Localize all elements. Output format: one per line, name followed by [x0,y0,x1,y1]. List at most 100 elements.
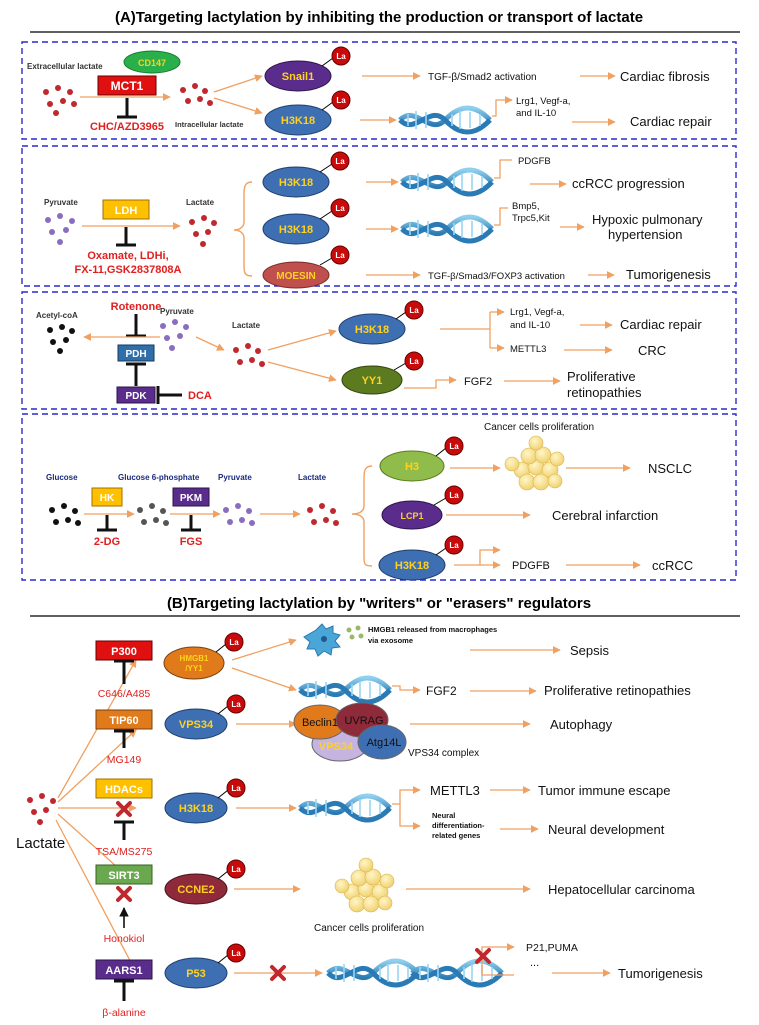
la-label: La [409,306,419,315]
genes-label: and IL-10 [510,320,550,331]
pdh-label: PDH [125,349,146,360]
uvrag-label: UVRAG [344,715,383,727]
lactate-dots [233,343,265,367]
vps34-ellipse [164,708,228,740]
pyruvate-dots [160,319,189,351]
la-label: La [231,865,241,874]
yy1-label: YY1 [362,375,383,387]
cancer-cells-icon [504,435,565,491]
lactate-label: Lactate [298,473,327,482]
neural-development-label: Neural development [548,822,665,837]
cd147-label: CD147 [138,58,166,68]
cancer-cells-label: Cancer cells proliferation [314,923,424,934]
vps34-complex-member-label: VPS34 [319,741,354,753]
aars1-label: AARS1 [105,965,142,977]
c646-label: C646/A485 [98,688,151,700]
la-badge [224,632,244,652]
neural-label: Neural [432,811,455,820]
rotenone-label: Rotenone [111,301,162,313]
dna-icon [402,217,492,241]
lactate-dots [189,215,217,247]
h3k18-label: H3K18 [281,115,315,127]
genes-label: Lrg1, Vegf-a, [516,96,570,107]
glucose-dots [49,503,81,526]
h3k18-label: H3K18 [279,177,313,189]
hdacs-box [95,778,153,799]
la-label: La [231,949,241,958]
hdacs-label: HDACs [105,784,143,796]
dna-icon [300,678,390,702]
acetyl-coa-label: Acetyl-coA [36,311,78,320]
h3k18-label: H3K18 [395,560,429,572]
dna-icon [402,170,492,194]
la-badge [444,485,464,505]
h3k18-ellipse [264,104,332,136]
la-label: La [229,638,239,647]
exosome-label: via exosome [368,636,413,645]
block-x-icon [116,801,132,817]
cerebral-infarction-label: Cerebral infarction [552,508,658,523]
vps34-label: VPS34 [179,719,214,731]
block-x-icon [475,948,491,964]
h3-label: H3 [405,461,419,473]
la-label: La [449,442,459,451]
intracellular-lactate-label: Intracellular lactate [175,120,243,129]
g6p-label: Glucose 6-phosphate [118,473,200,482]
autophagy-label: Autophagy [550,717,613,732]
pkm-label: PKM [180,493,202,504]
g6p-dots [137,503,169,526]
tgf-smad3-label: TGF-β/Smad3/FOXP3 activation [428,271,565,282]
lactate-label: Lactate [186,198,215,207]
cd147-ellipse [123,50,181,74]
acetyl-dots [47,324,75,354]
ccne2-label: CCNE2 [177,884,214,896]
panel-ldh [21,145,737,287]
cancer-cells-label: Cancer cells proliferation [484,422,594,433]
ldh-box [102,199,150,220]
proliferative-retinopathies-label: Proliferative retinopathies [544,683,691,698]
panel-glycolysis [21,413,737,581]
cancer-cells-icon [334,857,395,913]
chc-azd-inhibitor: CHC/AZD3965 [90,121,164,133]
yy1-ellipse [341,365,403,395]
fgf2-label: FGF2 [426,684,457,698]
block-x-icon [116,886,132,902]
dca-label: DCA [188,390,212,402]
vps34-complex-label: VPS34 complex [408,748,479,759]
pdh-box [117,344,155,362]
block-x-icon [270,965,286,981]
hmgb1-label: HMGB1 [180,654,209,663]
la-badge [331,46,351,66]
tumorigenesis-label: Tumorigenesis [626,267,711,282]
macrophage-icon [303,623,341,657]
pdk-box [116,386,156,404]
exosome-dots [346,625,364,640]
fgf2-label: FGF2 [464,376,492,388]
crc-label: CRC [638,343,666,358]
la-label: La [409,357,419,366]
la-label: La [335,204,345,213]
la-badge [404,300,424,320]
la-label: La [335,251,345,260]
beta-alanine-label: β-alanine [102,1007,146,1019]
lcp1-label: LCP1 [400,511,423,521]
ccrcc-progression-label: ccRCC progression [572,176,685,191]
hypertension-label: hypertension [608,227,682,242]
sepsis-label: Sepsis [570,643,610,658]
la-badge [444,535,464,555]
la-label: La [336,96,346,105]
honokiol-label: Honokiol [104,933,145,945]
mettl3-label: METTL3 [430,783,480,798]
la-label: La [449,491,459,500]
pyruvate-label: Pyruvate [160,307,194,316]
ldh-label: LDH [115,205,138,217]
hk-box [91,487,123,507]
aars1-box [95,959,153,980]
bmp5-label: Bmp5, [512,201,539,212]
lactate-main-label: Lactate [16,835,65,852]
sirt3-label: SIRT3 [108,870,139,882]
mg149-label: MG149 [107,754,142,766]
lactate-dots [27,793,56,825]
pyruvate-label: Pyruvate [44,198,78,207]
beclin1-label: Beclin1 [302,717,338,729]
